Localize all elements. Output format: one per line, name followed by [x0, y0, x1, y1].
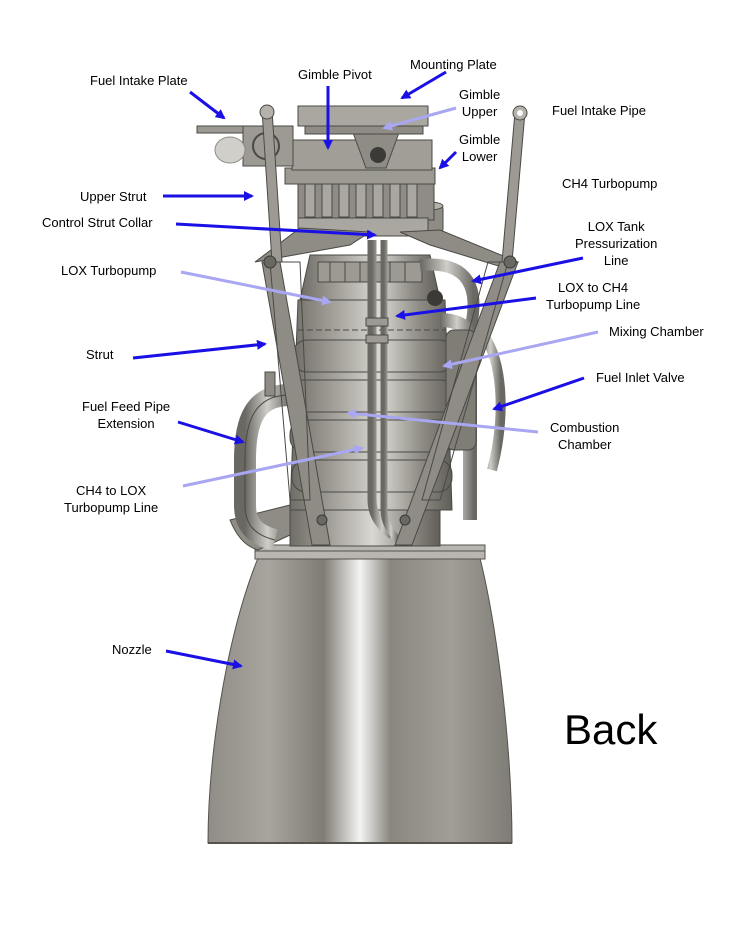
label-nozzle: Nozzle — [112, 642, 152, 657]
label-gimble-lower-line1: Gimble — [459, 132, 501, 147]
label-ch4-to-lox-line1: CH4 to LOX — [76, 483, 147, 498]
arrow-ch4-to-lox — [182, 444, 364, 488]
arrow-gimble-upper — [382, 106, 457, 131]
arrow-strut — [132, 339, 267, 360]
label-fuel-inlet-valve: Fuel Inlet Valve — [596, 370, 685, 385]
arrow-control-strut-collar — [175, 222, 377, 240]
label-lox-to-ch4-line2: Turbopump Line — [546, 297, 641, 312]
label-gimble-lower-line2: Lower — [461, 149, 498, 164]
label-gimble-pivot: Gimble Pivot — [298, 67, 372, 82]
label-lox-tank-line1: LOX Tank — [587, 219, 645, 234]
label-lox-tank-pressurization-line: LOX Tank Pressurization Line — [575, 218, 657, 269]
nozzle-shape — [207, 544, 513, 844]
label-gimble-upper-line1: Gimble — [459, 87, 501, 102]
label-gimble-upper-line2: Upper — [461, 104, 498, 119]
arrow-lox-turbopump — [180, 270, 332, 306]
label-control-strut-collar: Control Strut Collar — [42, 215, 153, 230]
label-fuel-feed-line2: Extension — [97, 416, 155, 431]
view-title: Back — [564, 706, 658, 753]
label-lox-to-ch4-line1: LOX to CH4 — [558, 280, 629, 295]
label-lox-to-ch4-turbopump-line: LOX to CH4 Turbopump Line — [546, 279, 640, 313]
callout-arrows — [132, 70, 599, 670]
label-combustion-line1: Combustion — [550, 420, 620, 435]
label-fuel-intake-plate: Fuel Intake Plate — [90, 73, 188, 88]
label-lox-tank-line2: Pressurization — [575, 236, 658, 251]
label-gimble-lower: Gimble Lower — [459, 131, 500, 165]
label-ch4-turbopump: CH4 Turbopump — [562, 176, 658, 191]
arrow-fuel-feed-pipe-extension — [177, 420, 245, 445]
label-mounting-plate: Mounting Plate — [410, 57, 497, 72]
label-fuel-feed-line1: Fuel Feed Pipe — [82, 399, 171, 414]
arrow-combustion-chamber — [346, 408, 539, 434]
arrow-lox-tank-pressurization — [471, 256, 584, 285]
label-fuel-feed-pipe-extension: Fuel Feed Pipe Extension — [82, 398, 170, 432]
label-ch4-to-lox-turbopump-line: CH4 to LOX Turbopump Line — [64, 482, 158, 516]
label-upper-strut: Upper Strut — [80, 189, 147, 204]
arrow-fuel-intake-plate — [189, 90, 226, 120]
label-mixing-chamber: Mixing Chamber — [609, 324, 704, 339]
label-combustion-line2: Chamber — [557, 437, 612, 452]
arrow-gimble-lower — [438, 150, 458, 170]
label-fuel-intake-pipe: Fuel Intake Pipe — [552, 103, 646, 118]
arrow-fuel-inlet-valve — [492, 376, 585, 412]
label-strut: Strut — [86, 347, 114, 362]
arrow-mounting-plate — [400, 70, 447, 100]
label-lox-tank-line3: Line — [603, 253, 629, 268]
label-lox-turbopump: LOX Turbopump — [61, 263, 157, 278]
arrow-mixing-chamber — [442, 330, 599, 370]
label-combustion-chamber: Combustion Chamber — [550, 419, 619, 453]
label-gimble-upper: Gimble Upper — [459, 86, 500, 120]
arrow-lox-to-ch4 — [395, 296, 537, 320]
label-ch4-to-lox-line2: Turbopump Line — [64, 500, 159, 515]
arrow-nozzle — [165, 649, 243, 670]
